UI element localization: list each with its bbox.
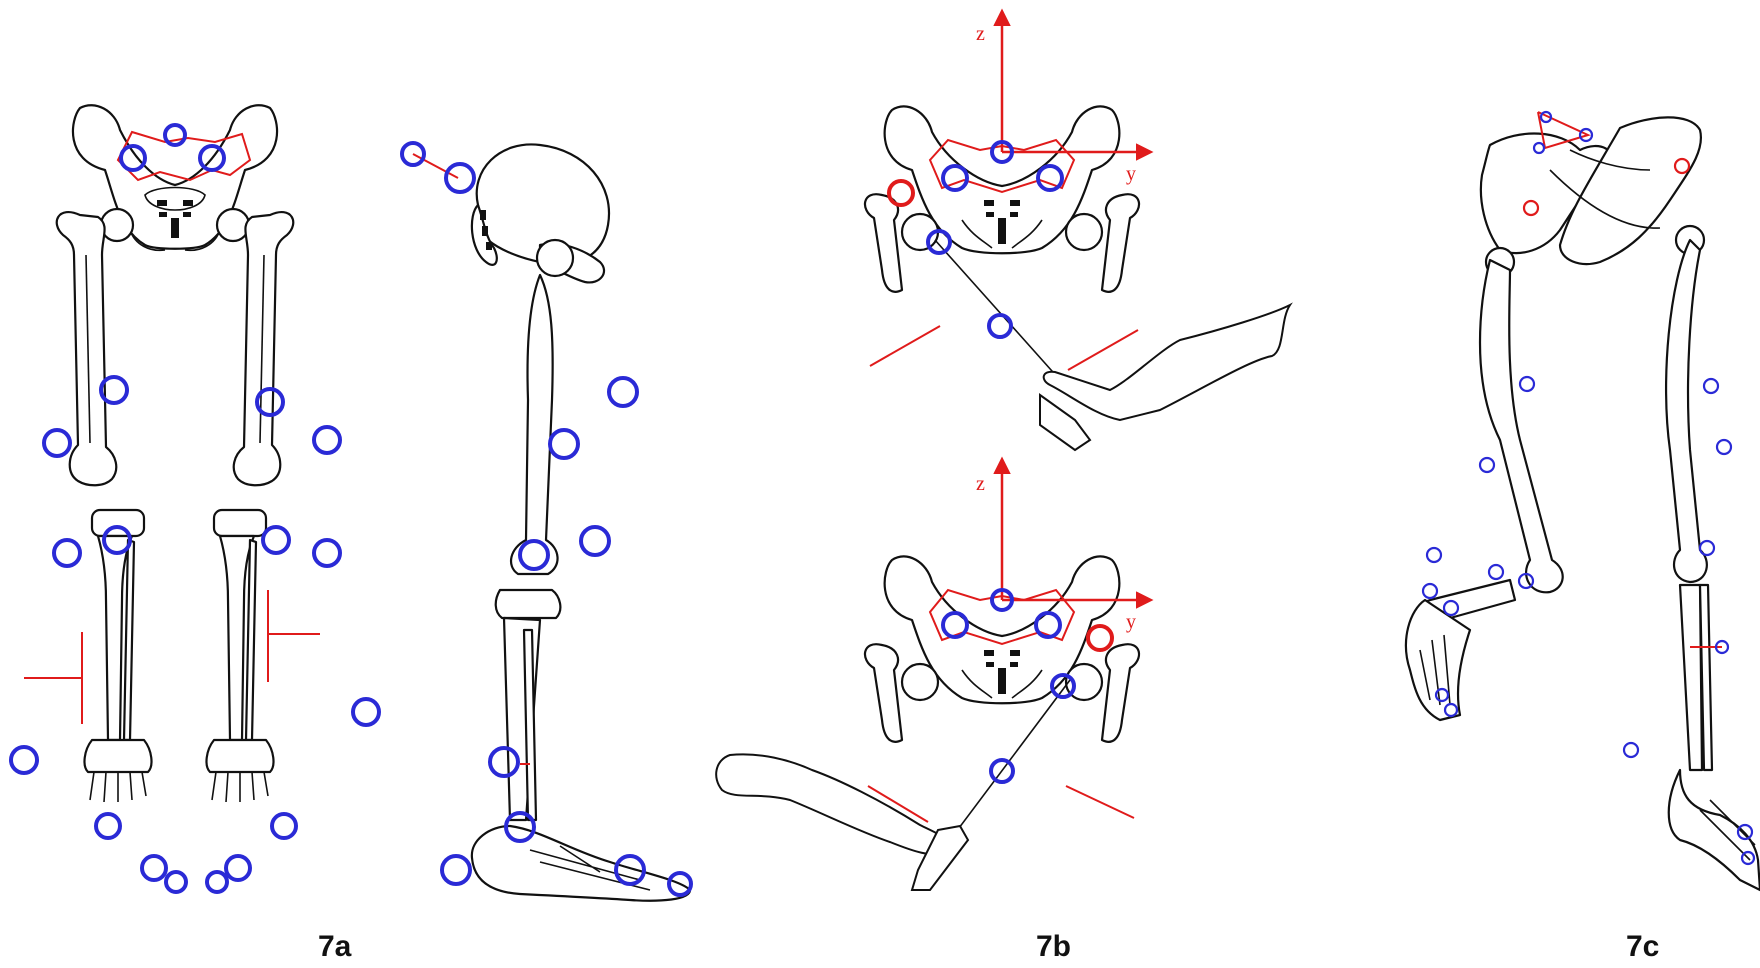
panel-label-7a: 7a bbox=[318, 930, 351, 964]
z-axis-label-lower: z bbox=[976, 473, 985, 495]
panel-7a-side-skeleton bbox=[472, 144, 690, 900]
panel-7b-upper-diagram: z y bbox=[865, 12, 1290, 450]
y-axis-label-upper: y bbox=[1126, 163, 1136, 185]
panel-7c-skeleton bbox=[1406, 112, 1760, 890]
panel-label-7c: 7c bbox=[1626, 930, 1659, 964]
panel-label-7b: 7b bbox=[1036, 930, 1071, 964]
z-axis-label-upper: z bbox=[976, 23, 985, 45]
panel-7b-lower-diagram: z y bbox=[716, 460, 1150, 890]
y-axis-label-lower: y bbox=[1126, 611, 1136, 633]
panel-7a-front-skeleton bbox=[24, 105, 320, 802]
